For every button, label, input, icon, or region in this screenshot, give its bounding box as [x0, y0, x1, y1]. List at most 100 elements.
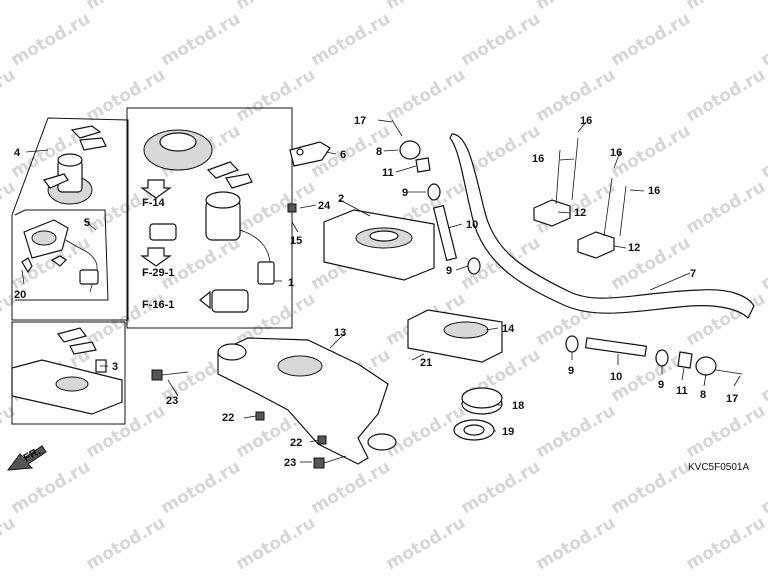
- callout-14: 14: [502, 323, 515, 335]
- watermark-text: motod.ru: [533, 513, 619, 574]
- watermark-text: motod.ru: [608, 457, 694, 518]
- watermark-text: motod.ru: [158, 9, 244, 70]
- watermark-text: motod.ru: [0, 513, 19, 574]
- watermark-text: motod.ru: [758, 121, 768, 182]
- callout-12a: 12: [574, 207, 586, 219]
- key-set-frame: [11, 117, 129, 321]
- ref-label-f29: F-29-1: [142, 267, 174, 279]
- ref-arrow-f14: [140, 179, 172, 199]
- bar-end-set-left: [391, 119, 481, 275]
- callout-8b: 8: [700, 389, 706, 401]
- watermark-text: motod.ru: [758, 233, 768, 294]
- watermark-text: motod.ru: [533, 65, 619, 126]
- callout-21: 21: [420, 357, 432, 369]
- front-direction-arrow: FR.: [6, 445, 47, 471]
- callout-9d: 9: [658, 379, 664, 391]
- watermark-text: motod.ru: [458, 9, 544, 70]
- callout-16b: 16: [580, 115, 592, 127]
- watermark-text: motod.ru: [533, 0, 619, 14]
- watermark-text: motod.ru: [0, 0, 19, 14]
- watermark-text: motod.ru: [608, 233, 694, 294]
- callout-16c: 16: [610, 147, 622, 159]
- callout-23b: 23: [284, 457, 296, 469]
- watermark-text: motod.ru: [0, 401, 19, 462]
- callout-23a: 23: [166, 395, 178, 407]
- lock-set-part-3: [11, 327, 123, 415]
- callout-22b: 22: [290, 437, 302, 449]
- bridge-cover-part-14: [407, 309, 503, 363]
- watermark-text: motod.ru: [0, 65, 19, 126]
- bolt-part-24: [287, 203, 297, 224]
- callout-17b: 17: [726, 393, 738, 405]
- callout-18: 18: [512, 400, 524, 412]
- steering-stem-part-13: [217, 337, 397, 465]
- callout-10a: 10: [466, 219, 478, 231]
- bolt-part-23: [151, 369, 347, 469]
- watermark-text: motod.ru: [158, 233, 244, 294]
- callout-2: 2: [338, 193, 344, 205]
- watermark-text: motod.ru: [758, 457, 768, 518]
- watermark-text: motod.ru: [83, 65, 169, 126]
- callout-12b: 12: [628, 242, 640, 254]
- callout-6: 6: [340, 149, 346, 161]
- callout-11a: 11: [382, 167, 394, 179]
- watermark-text: motod.ru: [308, 9, 394, 70]
- watermark-text: motod.ru: [683, 65, 768, 126]
- watermark-text: motod.ru: [83, 0, 169, 14]
- callout-1: 1: [288, 277, 294, 289]
- callout-16d: 16: [648, 185, 660, 197]
- washer-part-19: [453, 419, 495, 441]
- callout-15: 15: [290, 235, 302, 247]
- callout-8a: 8: [376, 146, 382, 158]
- watermark-text: motod.ru: [233, 513, 319, 574]
- callout-5: 5: [84, 217, 90, 229]
- key-cylinder-part-4: [43, 125, 107, 205]
- callout-7: 7: [690, 268, 696, 280]
- callout-4: 4: [14, 147, 21, 159]
- watermark-text: motod.ru: [758, 9, 768, 70]
- diagram-code: KVC5F0501A: [688, 462, 749, 473]
- leader-lines: [21, 119, 741, 463]
- callout-11b: 11: [676, 385, 688, 397]
- callout-20: 20: [14, 289, 26, 301]
- ref-label-f14: F-14: [142, 197, 166, 209]
- callout-9b: 9: [446, 265, 452, 277]
- watermark-text: motod.ru: [158, 457, 244, 518]
- ref-arrow-f29: [140, 247, 172, 267]
- callout-17a: 17: [354, 115, 366, 127]
- sub-frame-5: [14, 209, 109, 301]
- watermark-text: motod.ru: [83, 513, 169, 574]
- watermark-text: motod.ru: [533, 401, 619, 462]
- callout-10b: 10: [610, 371, 622, 383]
- watermark-text: motod.ru: [383, 0, 469, 14]
- callout-9c: 9: [568, 365, 574, 377]
- watermark-text: motod.ru: [8, 9, 94, 70]
- watermark-text: motod.ru: [683, 401, 768, 462]
- callout-13: 13: [334, 327, 346, 339]
- watermark-text: motod.ru: [383, 65, 469, 126]
- callout-16a: 16: [532, 153, 544, 165]
- watermark-text: motod.ru: [0, 177, 19, 238]
- cable-guide-part-6: [289, 141, 331, 167]
- handlebar-holder-part-12: [533, 137, 627, 259]
- callout-3: 3: [112, 361, 118, 373]
- watermark-text: motod.ru: [383, 513, 469, 574]
- handlebar-part-7: [449, 133, 755, 320]
- watermark-text: motod.ru: [233, 65, 319, 126]
- callout-9a: 9: [402, 187, 408, 199]
- watermark-text: motod.ru: [608, 9, 694, 70]
- watermark-text: motod.ru: [233, 0, 319, 14]
- callout-22a: 22: [222, 412, 234, 424]
- ignition-switch-part-1: [143, 129, 275, 313]
- watermark-text: motod.ru: [683, 513, 768, 574]
- watermark-text: motod.ru: [458, 457, 544, 518]
- watermark-text: motod.ru: [683, 177, 768, 238]
- callout-24: 24: [318, 200, 331, 212]
- switch-assembly-part-5: [21, 219, 99, 293]
- watermark-text: motod.ru: [758, 345, 768, 406]
- ref-label-f16: F-16-1: [142, 299, 174, 311]
- watermark-text: motod.ru: [683, 0, 768, 14]
